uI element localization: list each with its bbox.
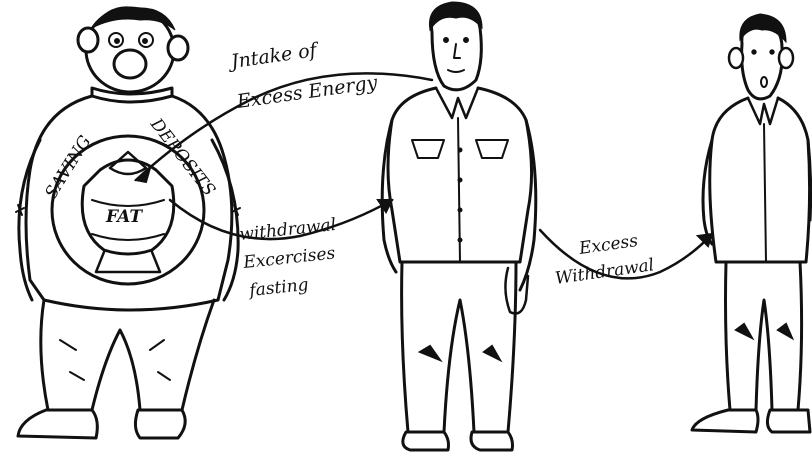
fat-man-hair xyxy=(92,7,175,30)
normal-man-collar xyxy=(436,88,478,118)
label-intake-line2: Excess Energy xyxy=(235,71,379,113)
fat-man-nose xyxy=(114,50,146,78)
fat-man-ear-right xyxy=(168,36,188,60)
normal-man-shoe-right xyxy=(471,432,513,450)
thin-man-hair xyxy=(740,14,786,42)
label-fat: FAT xyxy=(105,207,143,227)
fat-man-shoe-right xyxy=(135,410,185,438)
thin-man-shoe-left xyxy=(692,410,758,432)
normal-man-trousers xyxy=(402,262,516,432)
label-fasting: fasting xyxy=(246,275,309,301)
label-deposits: DEPOSITS xyxy=(145,114,218,200)
fat-man-pants xyxy=(41,300,214,410)
label-withdrawal: withdrawal xyxy=(238,215,337,245)
label-intake-line1: Jntake of xyxy=(226,39,321,74)
label-exercises: Excercises xyxy=(241,243,336,273)
normal-man-shoe-left xyxy=(403,432,449,450)
normal-man-figure xyxy=(382,2,536,450)
fat-man-collar xyxy=(92,88,172,102)
label-saving: SAVING xyxy=(41,132,95,202)
thin-man-figure xyxy=(692,14,811,432)
fat-man-ear-left xyxy=(78,28,98,52)
fat-pot-lid xyxy=(110,152,146,174)
normal-man-hair xyxy=(429,2,482,30)
label-excess: Excess xyxy=(577,231,639,259)
label-excess-withdrawal: Withdrawal xyxy=(554,255,655,289)
thin-man-shoe-right xyxy=(767,410,810,432)
fat-man-shoe-left xyxy=(18,410,97,438)
